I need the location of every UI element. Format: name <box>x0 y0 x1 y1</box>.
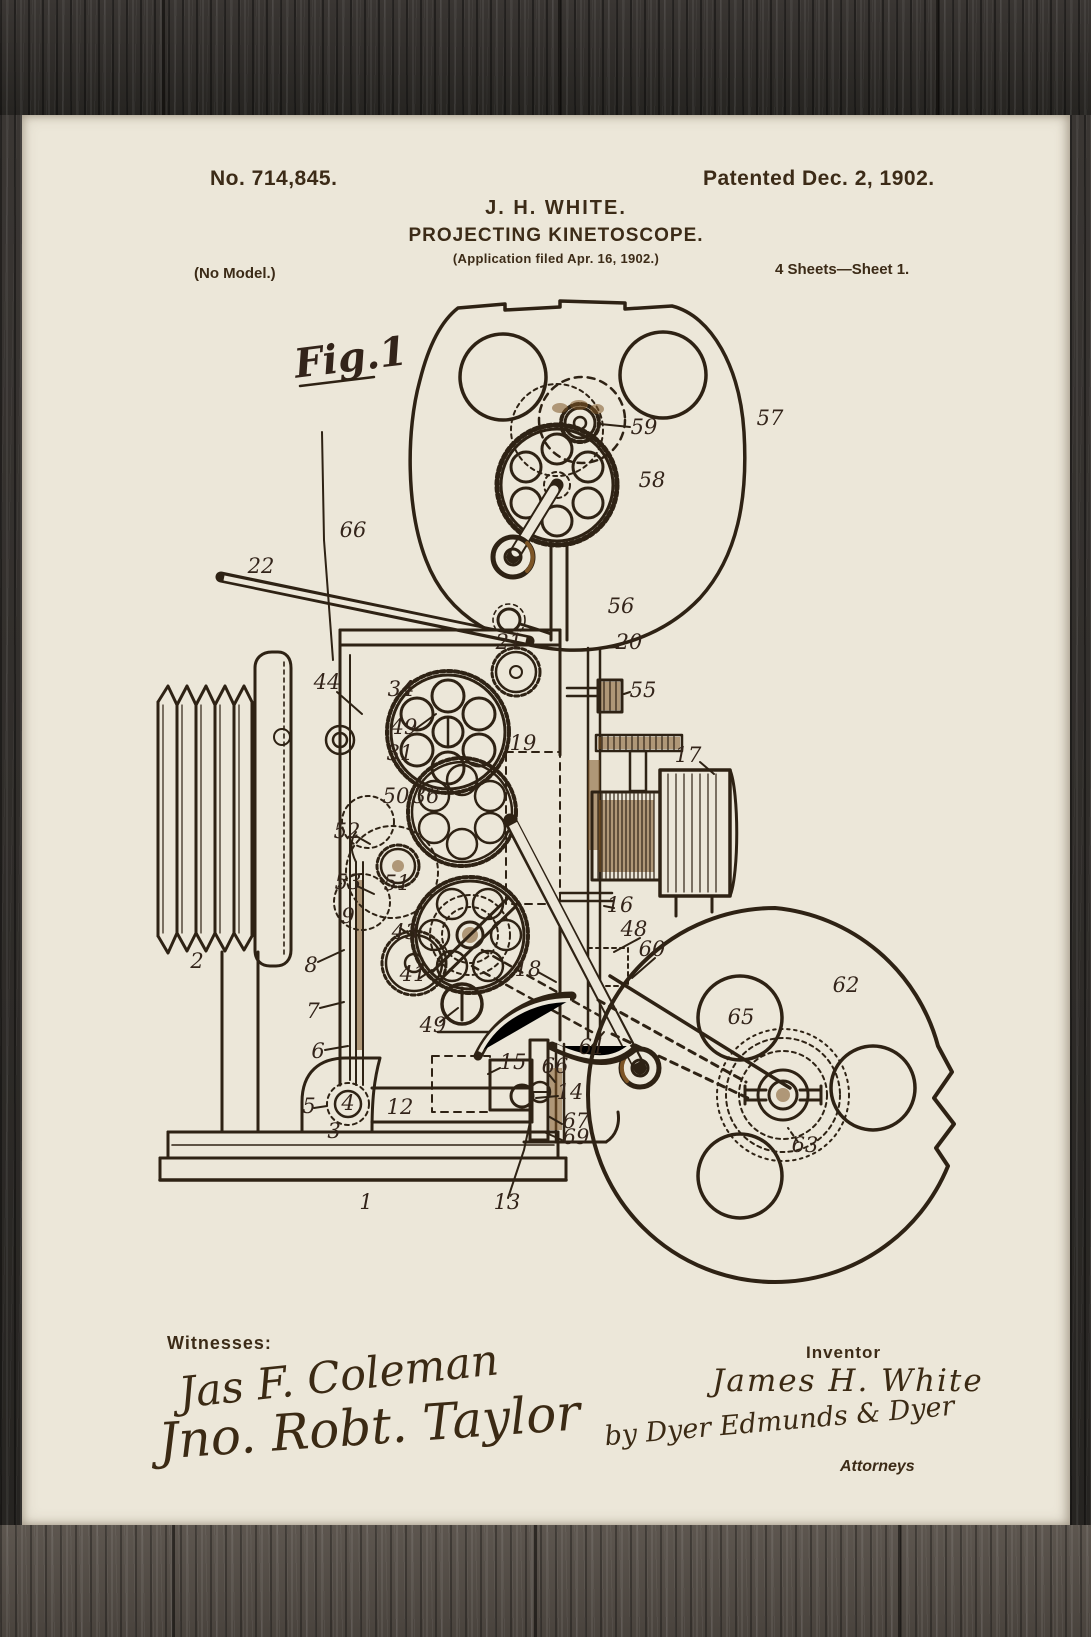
part-label-60: 60 <box>639 937 666 961</box>
attorneys-label: Attorneys <box>840 1458 915 1475</box>
part-label-59: 59 <box>631 415 658 439</box>
part-label-48: 48 <box>620 917 648 941</box>
part-label-65: 65 <box>728 1005 755 1029</box>
part-label-6: 6 <box>311 1039 324 1063</box>
part-label-53: 53 <box>335 870 362 894</box>
inventor-signature: James H. White <box>712 1363 984 1399</box>
no-model-note: (No Model.) <box>194 265 276 282</box>
part-label-8: 8 <box>304 953 317 977</box>
part-label-57: 57 <box>757 406 784 430</box>
part-label-56: 56 <box>608 594 635 618</box>
part-label-49: 49 <box>390 715 418 739</box>
witnesses-heading: Witnesses: <box>167 1333 272 1353</box>
sheet-info: 4 Sheets—Sheet 1. <box>775 261 910 278</box>
wood-background-left <box>0 115 22 1525</box>
wood-background-right <box>1070 115 1091 1525</box>
part-label-12: 12 <box>387 1095 414 1119</box>
part-label-14: 14 <box>557 1080 584 1104</box>
part-label-2: 2 <box>189 949 203 973</box>
part-label-63: 63 <box>792 1133 819 1157</box>
lens-assembly <box>558 733 739 987</box>
part-label-52: 52 <box>334 819 361 843</box>
part-label-17: 17 <box>675 743 702 767</box>
part-label-51: 51 <box>384 871 411 895</box>
wood-plank-seam <box>162 0 165 115</box>
part-label-55: 55 <box>630 678 657 702</box>
wood-plank-seam <box>172 1525 175 1637</box>
part-label-5: 5 <box>302 1094 315 1118</box>
part-label-44: 44 <box>313 670 341 694</box>
part-label-20: 20 <box>615 630 643 654</box>
part-label-50: 50 <box>383 784 410 808</box>
wood-background-top <box>0 0 1091 115</box>
wood-plank-seam <box>534 1525 537 1637</box>
part-label-62: 62 <box>833 973 860 997</box>
invention-title: PROJECTING KINETOSCOPE. <box>408 225 704 246</box>
leader-lines <box>298 375 501 1075</box>
wood-plank-seam <box>936 0 939 115</box>
part-label-43: 43 <box>391 920 419 944</box>
part-label-1: 1 <box>359 1190 372 1214</box>
part-label-13: 13 <box>494 1190 521 1214</box>
application-filed-line: (Application filed Apr. 16, 1902.) <box>452 251 660 266</box>
part-label-9: 9 <box>341 904 354 928</box>
part-label-7: 7 <box>306 999 320 1023</box>
part-label-21: 21 <box>495 630 523 654</box>
part-label-34: 34 <box>388 677 415 701</box>
part-label-67: 67 <box>563 1109 590 1133</box>
part-label-66: 66 <box>542 1054 569 1078</box>
part-label-4: 4 <box>340 1091 354 1115</box>
part-label-66: 66 <box>340 518 367 542</box>
part-label-19: 19 <box>510 731 537 755</box>
gear-train <box>333 646 561 1034</box>
inventor-heading: Inventor <box>806 1343 882 1362</box>
part-label-15: 15 <box>500 1050 527 1074</box>
part-label-69: 69 <box>563 1125 590 1149</box>
wood-background-bottom <box>0 1525 1091 1637</box>
part-label-41: 41 <box>399 962 427 986</box>
patent-date: Patented Dec. 2, 1902. <box>703 167 935 190</box>
part-label-31: 31 <box>387 741 414 765</box>
patent-number: No. 714,845. <box>210 167 338 190</box>
bellows <box>156 650 293 968</box>
part-label-49: 49 <box>419 1013 447 1037</box>
lower-film-reel <box>586 906 956 1284</box>
part-label-16: 16 <box>607 893 634 917</box>
base-and-pedestal <box>158 950 620 1199</box>
part-label-36: 36 <box>413 784 440 808</box>
part-label-22: 22 <box>247 554 275 578</box>
feed-sprocket-gears <box>490 383 631 580</box>
wood-plank-seam <box>558 0 561 115</box>
part-label-18: 18 <box>515 957 542 981</box>
part-label-3: 3 <box>327 1119 340 1143</box>
wood-plank-seam <box>898 1525 901 1637</box>
part-label-61: 61 <box>579 1035 606 1059</box>
part-label-58: 58 <box>639 468 666 492</box>
inventor-name-heading: J. H. WHITE. <box>485 197 627 219</box>
